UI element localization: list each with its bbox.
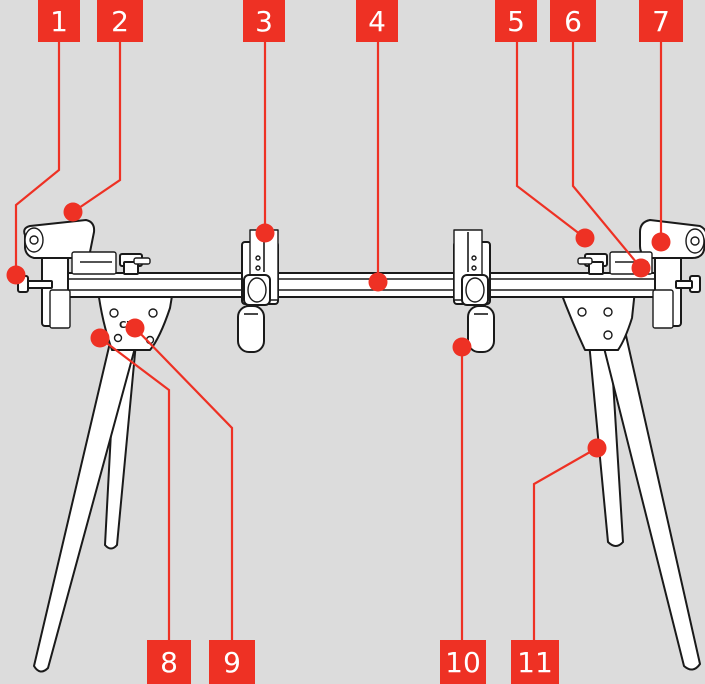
callout-number: 10 [445,646,481,679]
callout-number-box [209,640,255,684]
right-mounting-bracket [453,229,495,353]
callout-number: 7 [652,5,670,38]
callout-leader-line [99,337,171,640]
callout-number-box [440,640,486,684]
callout-9: 9 [125,318,255,684]
callout-dot [125,318,145,338]
callout-number: 4 [368,5,386,38]
left-release-handle [237,305,265,353]
left-beam-knob [119,253,151,275]
callout-leader-line [515,42,586,239]
callout-dot [368,272,388,292]
left-legs [33,299,149,673]
callout-11: 11 [511,438,607,684]
right-rear-leg [584,299,624,547]
callout-dot [631,258,651,278]
right-legs [584,299,701,671]
callout-dot [63,202,83,222]
right-beam-knob [577,253,608,275]
callout-number: 8 [160,646,178,679]
callout-8: 8 [90,328,191,684]
callout-1: 1 [6,0,80,285]
callout-3: 3 [243,0,285,243]
main-beam [51,272,678,298]
callout-leader-line [134,327,234,640]
callout-number-box [97,0,143,42]
callout-number: 5 [507,5,525,38]
callout-leader-line [532,447,598,640]
callout-dot [575,228,595,248]
callout-number: 9 [223,646,241,679]
callout-number-box [639,0,683,42]
callout-layer: 1 2 3 4 5 6 7 8 9 10 11 [6,0,683,684]
callout-4: 4 [356,0,398,292]
callout-7: 7 [639,0,683,252]
callout-dot [452,337,472,357]
callout-number-box [550,0,596,42]
left-front-leg [33,299,149,673]
callout-leader-line [571,42,642,269]
left-mounting-bracket [237,229,279,353]
callout-number-box [243,0,285,42]
right-front-leg [591,299,701,671]
callout-dot [90,328,110,348]
right-release-handle [467,305,495,353]
callout-number-box [147,640,191,684]
right-extension-support [609,219,705,329]
callout-dot [587,438,607,458]
callout-number-box [495,0,537,42]
callout-leader-line [14,42,61,275]
callout-number: 11 [517,646,553,679]
callout-dot [651,232,671,252]
callout-number: 6 [564,5,582,38]
callout-leader-line [72,42,122,213]
callout-number-box [511,640,559,684]
callout-2: 2 [63,0,143,222]
callout-number: 1 [50,5,68,38]
beam-tube [51,272,678,298]
callout-dot [6,265,26,285]
callout-dot [255,223,275,243]
callout-5: 5 [495,0,595,248]
right-leg-bracket [559,289,636,351]
callout-10: 10 [440,337,486,684]
callout-number-box [356,0,398,42]
callout-number-box [38,0,80,42]
callout-number: 2 [111,5,129,38]
left-extension-support [17,219,117,329]
callout-number: 3 [255,5,273,38]
callout-6: 6 [550,0,651,278]
